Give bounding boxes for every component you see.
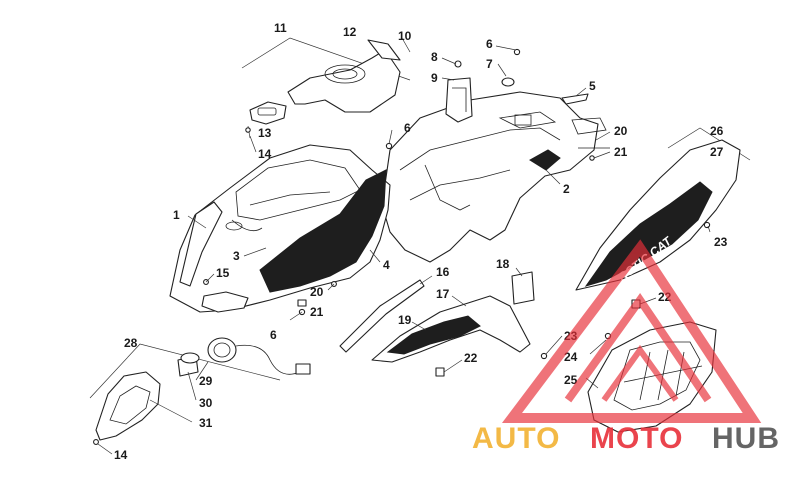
part-12-cover bbox=[367, 39, 401, 61]
watermark-logo: AUTO MOTO HUB bbox=[472, 239, 780, 455]
callout-5: 5 bbox=[589, 79, 596, 93]
part-18-label bbox=[511, 271, 535, 305]
callout-24: 24 bbox=[564, 350, 578, 364]
callout-27: 27 bbox=[710, 145, 724, 159]
callout-2: 2 bbox=[563, 182, 570, 196]
callout-17: 17 bbox=[436, 287, 450, 301]
part-18-group bbox=[511, 271, 535, 305]
callout-30: 30 bbox=[199, 396, 213, 410]
part-13-group bbox=[245, 101, 287, 139]
callout-20-right: 20 bbox=[614, 124, 628, 138]
part-25-group bbox=[587, 321, 717, 433]
callout-9: 9 bbox=[431, 71, 438, 85]
part-31-headlight-housing bbox=[95, 371, 161, 441]
callout-3: 3 bbox=[233, 249, 240, 263]
callout-4: 4 bbox=[383, 258, 390, 272]
callout-25: 25 bbox=[564, 373, 578, 387]
part-11-group bbox=[241, 37, 411, 113]
callout-23-right: 23 bbox=[714, 235, 728, 249]
part-25-storage-tray bbox=[587, 321, 717, 433]
part-28-31-group bbox=[89, 337, 311, 445]
callout-29: 29 bbox=[199, 374, 213, 388]
callout-16: 16 bbox=[436, 265, 450, 279]
part-16-19-group bbox=[339, 279, 531, 363]
callout-22-left: 22 bbox=[464, 351, 478, 365]
decal-model-number: 300 bbox=[214, 299, 229, 309]
callout-15: 15 bbox=[216, 266, 230, 280]
callout-13: 13 bbox=[258, 126, 272, 140]
callout-1: 1 bbox=[173, 208, 180, 222]
callout-28: 28 bbox=[124, 336, 138, 350]
callout-6-low: 6 bbox=[270, 328, 277, 342]
watermark-text-part1: AUTO bbox=[472, 422, 560, 455]
callout-18: 18 bbox=[496, 257, 510, 271]
callout-11: 11 bbox=[274, 21, 287, 35]
callout-6-top: 6 bbox=[486, 37, 493, 51]
callout-19: 19 bbox=[398, 313, 412, 327]
part-29-socket bbox=[207, 337, 237, 363]
part-11-seat-tray bbox=[287, 49, 401, 113]
callout-labels: 1 2 3 4 5 6 6 6 7 8 9 10 11 12 13 14 14 … bbox=[114, 21, 728, 462]
callout-20-left: 20 bbox=[310, 285, 324, 299]
part-16-strip bbox=[339, 279, 425, 353]
watermark-text-part3: HUB bbox=[712, 422, 780, 455]
callout-6-mid: 6 bbox=[404, 121, 411, 135]
part-26-27-group: RCTIC CAT bbox=[575, 127, 751, 291]
watermark-triangle-icon bbox=[501, 239, 762, 423]
callout-8: 8 bbox=[431, 50, 438, 64]
leader-lines bbox=[97, 37, 711, 455]
part-9-bracket bbox=[445, 77, 473, 123]
callout-21-left: 21 bbox=[310, 305, 324, 319]
callout-14-bottom: 14 bbox=[114, 448, 128, 462]
part-19-decal bbox=[386, 315, 481, 355]
watermark-text-part2: MOTO bbox=[590, 422, 683, 455]
callout-26: 26 bbox=[710, 124, 724, 138]
part-2-group bbox=[381, 48, 607, 263]
fasteners-group bbox=[203, 147, 610, 316]
callout-10: 10 bbox=[398, 29, 412, 43]
callout-7: 7 bbox=[486, 57, 493, 71]
part-3-black-decal bbox=[259, 169, 387, 293]
callout-14-top: 14 bbox=[258, 147, 272, 161]
part-1-group: 300 bbox=[169, 144, 391, 313]
callout-12: 12 bbox=[343, 25, 357, 39]
callout-31: 31 bbox=[199, 416, 213, 430]
part-2-rear-fender bbox=[381, 91, 599, 263]
part-22-clip-left bbox=[435, 367, 445, 377]
callout-21-right: 21 bbox=[614, 145, 628, 159]
part-13-latch bbox=[249, 101, 287, 125]
part-5-strap bbox=[561, 93, 589, 105]
